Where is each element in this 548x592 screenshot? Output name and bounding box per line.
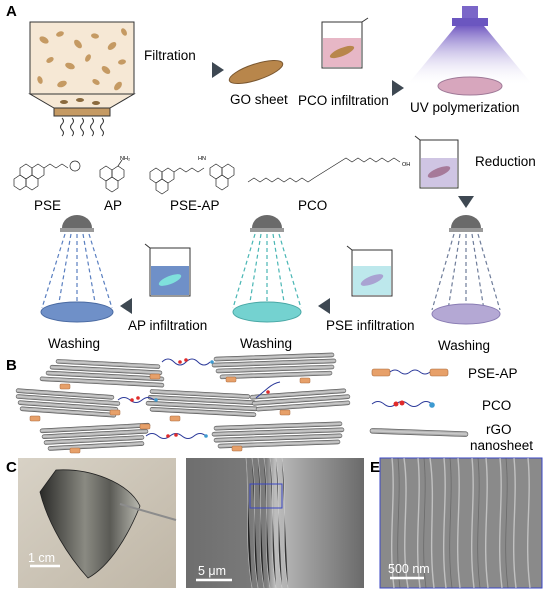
scalebar-d: 5 μm [198, 564, 226, 578]
beaker-pco [321, 17, 369, 69]
label-pco-infiltration: PCO infiltration [298, 93, 389, 108]
washing-station-left [40, 215, 114, 323]
label-filtration: Filtration [144, 48, 196, 63]
panel-label-e: E [370, 459, 380, 476]
legend-label-pse-ap: PSE-AP [468, 366, 518, 381]
panel-label-b: B [6, 357, 17, 374]
beaker-pse [346, 245, 393, 297]
legend-pco [371, 400, 435, 408]
arrowhead-pco [392, 80, 404, 96]
label-oh: OH [402, 162, 410, 168]
arrowhead-ap [120, 298, 132, 314]
label-pse: PSE [34, 198, 61, 213]
scalebar-c: 1 cm [28, 551, 55, 565]
rgo-stack-structure [15, 352, 351, 454]
label-washing-right: Washing [438, 338, 490, 353]
ap-structure [99, 159, 125, 193]
label-pse-ap: PSE-AP [170, 198, 220, 213]
legend-rgo [369, 428, 469, 437]
label-go-sheet: GO sheet [230, 92, 288, 107]
filtration-funnel [28, 21, 136, 137]
label-pse-infiltration: PSE infiltration [326, 318, 415, 333]
molecule-structures [13, 157, 401, 195]
arrowhead-pse [318, 298, 330, 314]
label-pco: PCO [298, 198, 327, 213]
label-uv-polymerization: UV polymerization [410, 100, 520, 115]
go-sheet-shape [228, 59, 284, 85]
legend-label-rgo-1: rGO [486, 422, 512, 437]
legend-label-pco: PCO [482, 398, 511, 413]
panel-label-a: A [6, 3, 17, 20]
washing-station-right [431, 215, 501, 325]
beaker-reduction [414, 135, 459, 189]
washing-station-middle [232, 215, 302, 323]
sem-cross-section [186, 457, 364, 589]
pse-structure [13, 160, 81, 191]
arrowhead-reduction [458, 196, 474, 208]
legend-label-rgo-2: nanosheet [470, 438, 533, 453]
arrowhead-filtration [212, 62, 224, 78]
photo-film [18, 458, 177, 588]
panel-label-c: C [6, 459, 17, 476]
label-washing-middle: Washing [240, 336, 292, 351]
label-ap: AP [104, 198, 122, 213]
legend-pse-ap [371, 368, 449, 377]
label-nh2: NH₂ [120, 156, 130, 162]
pse-ap-structure [149, 163, 235, 195]
pco-structure [247, 157, 401, 183]
label-hn: HN [198, 156, 206, 162]
label-reduction: Reduction [475, 154, 536, 169]
uv-lamp [408, 6, 532, 96]
scalebar-e: 500 nm [388, 562, 430, 576]
label-washing-left: Washing [48, 336, 100, 351]
sem-zoom [379, 457, 543, 589]
label-ap-infiltration: AP infiltration [128, 318, 207, 333]
beaker-ap [144, 243, 191, 297]
